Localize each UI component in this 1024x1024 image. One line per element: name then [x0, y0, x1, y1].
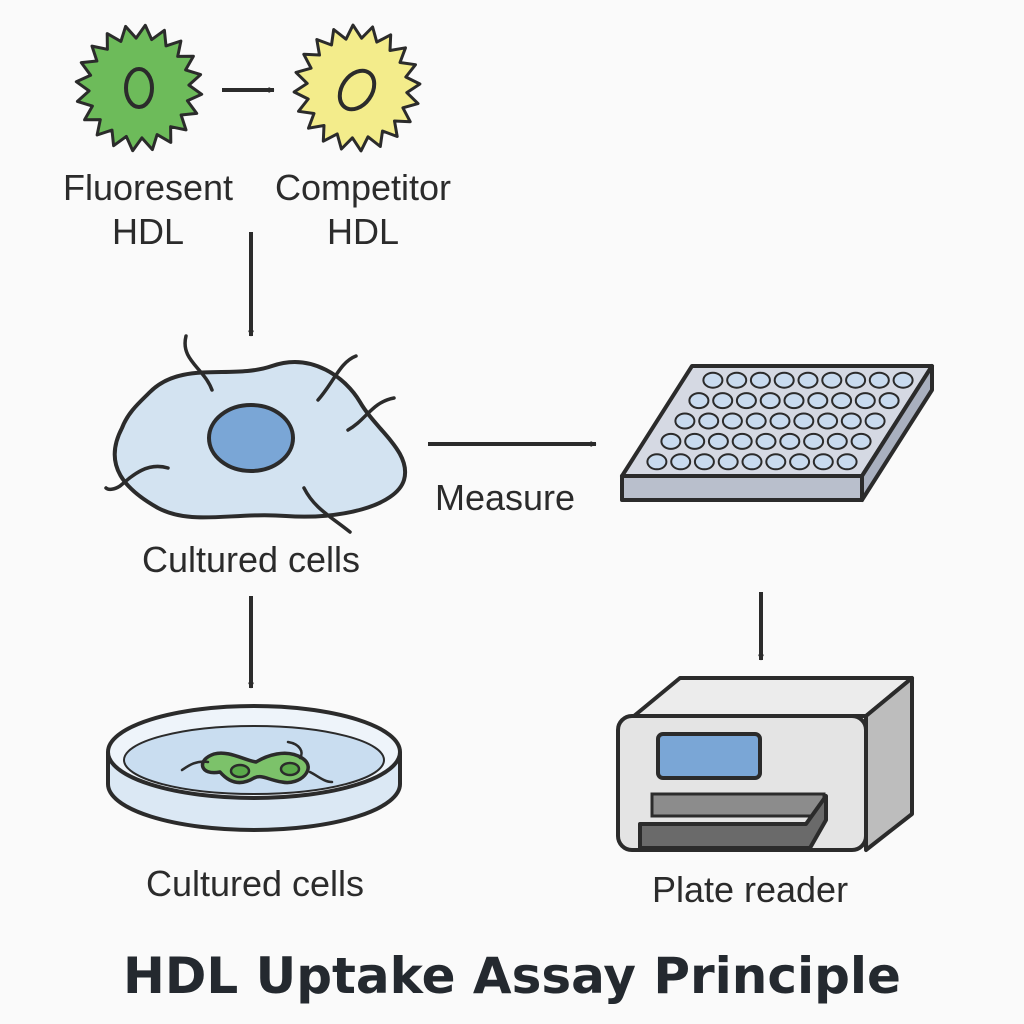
plate-well [831, 392, 853, 410]
plate-well [803, 432, 825, 450]
plate-well [812, 453, 834, 471]
petri-dish-icon [106, 704, 402, 832]
plate-well [646, 453, 668, 471]
plate-well [755, 432, 777, 450]
plate-well [807, 392, 829, 410]
plate-well [793, 412, 815, 430]
plate-well [717, 453, 739, 471]
plate-well [684, 432, 706, 450]
plate-well [674, 412, 696, 430]
plate-well [845, 371, 867, 389]
fluorescent-hdl-label: Fluoresent HDL [48, 166, 248, 254]
competitor-hdl-label: Competitor HDL [258, 166, 468, 254]
plate-well [769, 412, 791, 430]
plate-well [854, 392, 876, 410]
plate-well [783, 392, 805, 410]
plate-well [693, 453, 715, 471]
competitor-hdl-label-line-2: HDL [326, 211, 400, 252]
plate-well [702, 371, 724, 389]
plate-well [892, 371, 914, 389]
plate-well [773, 371, 795, 389]
plate-reader-label: Plate reader [651, 869, 849, 910]
plate-well [688, 392, 710, 410]
plate-well [759, 392, 781, 410]
plate-well [821, 371, 843, 389]
plate-well [670, 453, 692, 471]
fluorescent-hdl-icon [74, 23, 204, 153]
plate-well [765, 453, 787, 471]
plate-well [840, 412, 862, 430]
plate-well [707, 432, 729, 450]
plate-well [868, 371, 890, 389]
fluorescent-hdl-label-line-1: Fluoresent [62, 167, 234, 208]
plate-well [864, 412, 886, 430]
well-plate-icon [620, 364, 934, 502]
diagram-title: HDL Uptake Assay Principle [123, 947, 901, 1005]
reader-screen [656, 732, 762, 780]
plate-well [817, 412, 839, 430]
plate-well [797, 371, 819, 389]
cultured-cell-icon [104, 334, 408, 534]
fluorescent-hdl-label-line-2: HDL [111, 211, 185, 252]
plate-well [735, 392, 757, 410]
plate-well [826, 432, 848, 450]
plate-well [741, 453, 763, 471]
plate-well [745, 412, 767, 430]
plate-well [660, 432, 682, 450]
cultured-cells-label-top: Cultured cells [141, 539, 361, 580]
plate-well [749, 371, 771, 389]
plate-reader-icon [616, 676, 914, 852]
plate-well [712, 392, 734, 410]
plate-well [789, 453, 811, 471]
competitor-hdl-icon [292, 23, 422, 153]
measure-label: Measure [434, 477, 576, 518]
plate-well [836, 453, 858, 471]
plate-well [726, 371, 748, 389]
plate-well [698, 412, 720, 430]
competitor-hdl-label-line-1: Competitor [274, 167, 452, 208]
plate-well [779, 432, 801, 450]
plate-well [878, 392, 900, 410]
cultured-cells-label-bottom: Cultured cells [145, 863, 365, 904]
plate-well [850, 432, 872, 450]
plate-well [731, 432, 753, 450]
plate-well [721, 412, 743, 430]
